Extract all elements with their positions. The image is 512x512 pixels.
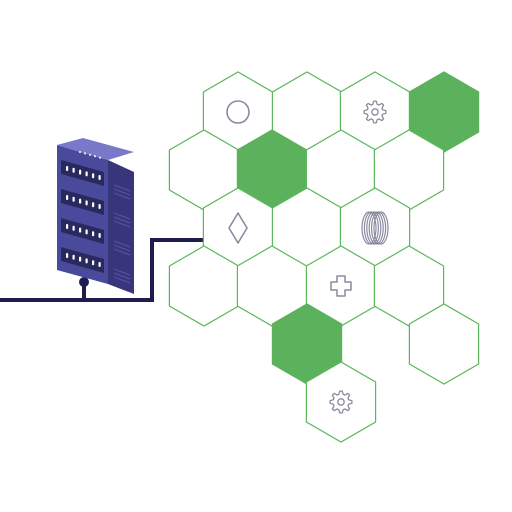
server-unit: [61, 160, 104, 186]
diamond-icon: [228, 212, 248, 244]
hexagon-cell: [408, 303, 480, 385]
puzzle-icon: [330, 275, 352, 297]
hexagon-grid: [168, 71, 480, 443]
server-unit: [61, 218, 104, 244]
hexagon-cell: [339, 187, 411, 269]
coil-icon: [361, 211, 389, 245]
server-rack-icon: [57, 138, 134, 300]
server-unit: [61, 247, 104, 273]
gear-icon: [363, 100, 387, 124]
circle-icon: [226, 100, 250, 124]
gear-icon: [329, 390, 353, 414]
hexagon-cell: [305, 361, 377, 443]
network-cable: [0, 238, 204, 302]
server-unit: [61, 189, 104, 215]
